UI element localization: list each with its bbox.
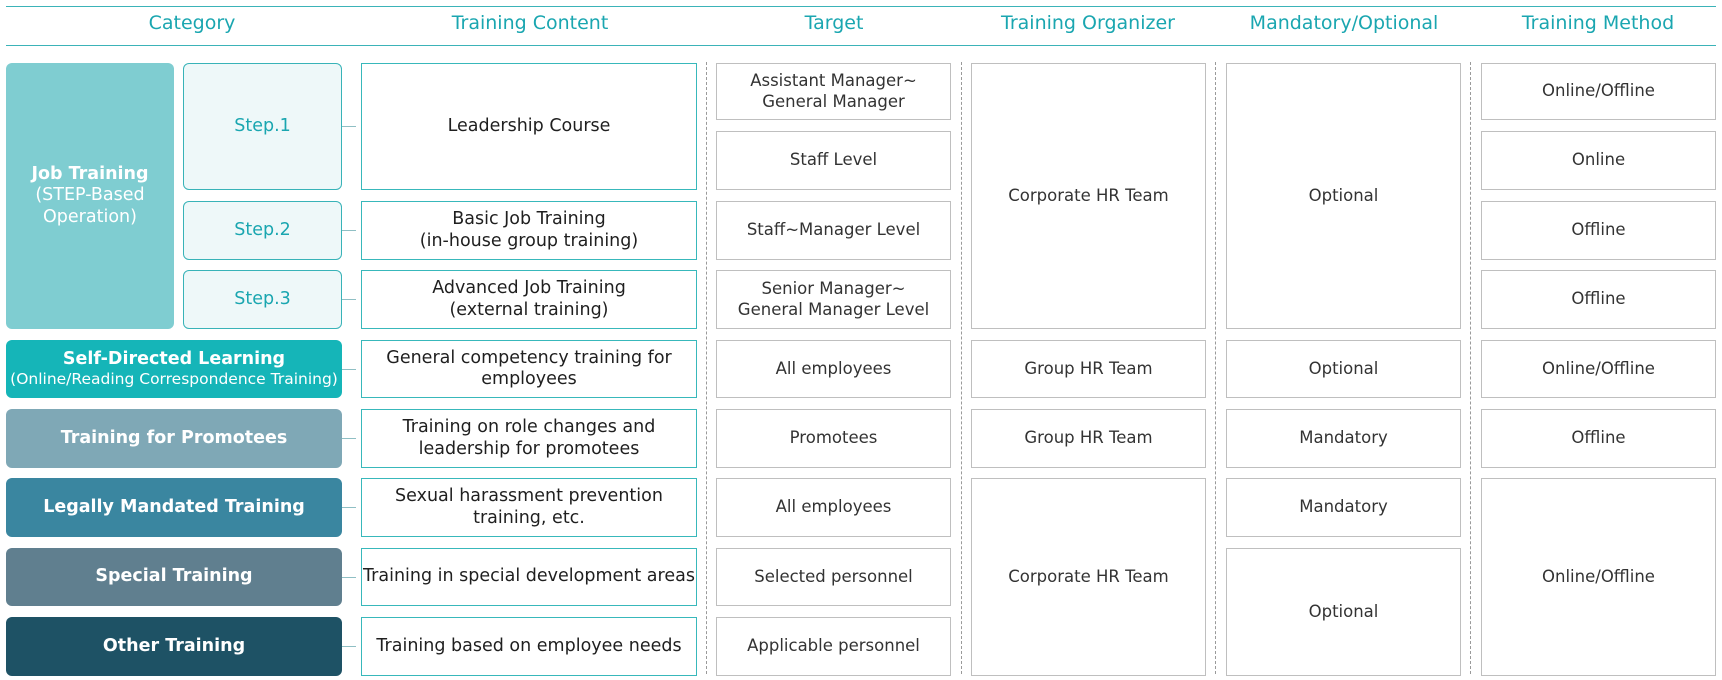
method-cell: Offline	[1481, 409, 1716, 468]
header-training-content: Training Content	[451, 12, 609, 34]
target-cell: Selected personnel	[716, 548, 951, 606]
header-bottom-rule	[6, 45, 1716, 46]
target-line: Senior Manager~	[761, 279, 906, 299]
connector	[342, 369, 356, 370]
category-job-training-label: Job Training	[31, 163, 149, 184]
target-cell: Staff~Manager Level	[716, 201, 951, 260]
target-line: General Manager Level	[737, 299, 930, 319]
organizer-cell: Group HR Team	[971, 409, 1206, 468]
content-advanced-job-training: Advanced Job Training(external training)	[361, 270, 697, 329]
target-cell: Staff Level	[716, 131, 951, 190]
mandatory-cell: Optional	[1226, 340, 1461, 398]
category-legally-mandated: Legally Mandated Training	[6, 478, 342, 537]
organizer-cell: Corporate HR Team	[971, 63, 1206, 329]
organizer-cell: Group HR Team	[971, 340, 1206, 398]
category-self-directed-learning: Self-Directed Learning (Online/Reading C…	[6, 340, 342, 398]
content-line: Advanced Job Training	[432, 278, 626, 299]
content-basic-job-training: Basic Job Training(in-house group traini…	[361, 201, 697, 260]
column-separator	[1215, 62, 1216, 674]
category-self-directed-sub: (Online/Reading Correspondence Training)	[10, 370, 338, 389]
method-cell: Offline	[1481, 270, 1716, 329]
mandatory-cell: Optional	[1226, 63, 1461, 329]
connector	[342, 646, 356, 647]
target-cell: Assistant Manager~General Manager	[716, 63, 951, 120]
content-line: (in-house group training)	[419, 230, 639, 251]
organizer-cell: Corporate HR Team	[971, 478, 1206, 676]
header-category: Category	[148, 12, 236, 34]
connector	[342, 438, 356, 439]
header-mandatory-optional: Mandatory/Optional	[1249, 12, 1439, 34]
step-3: Step.3	[183, 270, 342, 329]
connector	[342, 299, 356, 300]
column-separator	[961, 62, 962, 674]
category-job-training-sub2: Operation)	[43, 206, 137, 227]
content-line: (external training)	[449, 299, 609, 320]
content-line: General competency training for	[386, 347, 672, 368]
category-promotees: Training for Promotees	[6, 409, 342, 468]
content-line: Sexual harassment prevention	[395, 486, 663, 507]
content-line: training, etc.	[473, 507, 585, 528]
category-job-training-sub1: (STEP-Based	[35, 185, 145, 206]
target-line: Assistant Manager~	[750, 71, 917, 91]
category-other-training: Other Training	[6, 617, 342, 676]
column-separator	[706, 62, 707, 674]
category-job-training: Job Training (STEP-Based Operation)	[6, 63, 174, 329]
header-target: Target	[804, 12, 864, 34]
content-employee-needs: Training based on employee needs	[361, 617, 697, 676]
step-1: Step.1	[183, 63, 342, 190]
target-line: General Manager	[762, 91, 905, 111]
category-special-training: Special Training	[6, 548, 342, 606]
method-cell: Offline	[1481, 201, 1716, 260]
content-leadership-course: Leadership Course	[361, 63, 697, 190]
header-training-organizer: Training Organizer	[1001, 12, 1175, 34]
connector	[342, 507, 356, 508]
connector	[342, 577, 356, 578]
method-cell: Online/Offline	[1481, 63, 1716, 120]
method-cell: Online/Offline	[1481, 478, 1716, 676]
content-line: Basic Job Training	[452, 209, 606, 230]
target-cell: Applicable personnel	[716, 617, 951, 676]
column-separator	[1470, 62, 1471, 674]
connector	[342, 230, 356, 231]
target-cell: All employees	[716, 340, 951, 398]
header-top-rule	[6, 6, 1716, 7]
category-self-directed-label: Self-Directed Learning	[62, 348, 286, 369]
method-cell: Online	[1481, 131, 1716, 190]
content-line: employees	[481, 369, 577, 389]
target-cell: Promotees	[716, 409, 951, 468]
content-special-development: Training in special development areas	[361, 548, 697, 606]
content-line: leadership for promotees	[418, 438, 640, 459]
connector	[342, 126, 356, 127]
target-cell: All employees	[716, 478, 951, 537]
mandatory-cell: Optional	[1226, 548, 1461, 676]
method-cell: Online/Offline	[1481, 340, 1716, 398]
mandatory-cell: Mandatory	[1226, 409, 1461, 468]
target-cell: Senior Manager~General Manager Level	[716, 270, 951, 329]
header-training-method: Training Method	[1521, 12, 1675, 34]
mandatory-cell: Mandatory	[1226, 478, 1461, 537]
step-2: Step.2	[183, 201, 342, 260]
content-line: Training on role changes and	[402, 417, 656, 438]
